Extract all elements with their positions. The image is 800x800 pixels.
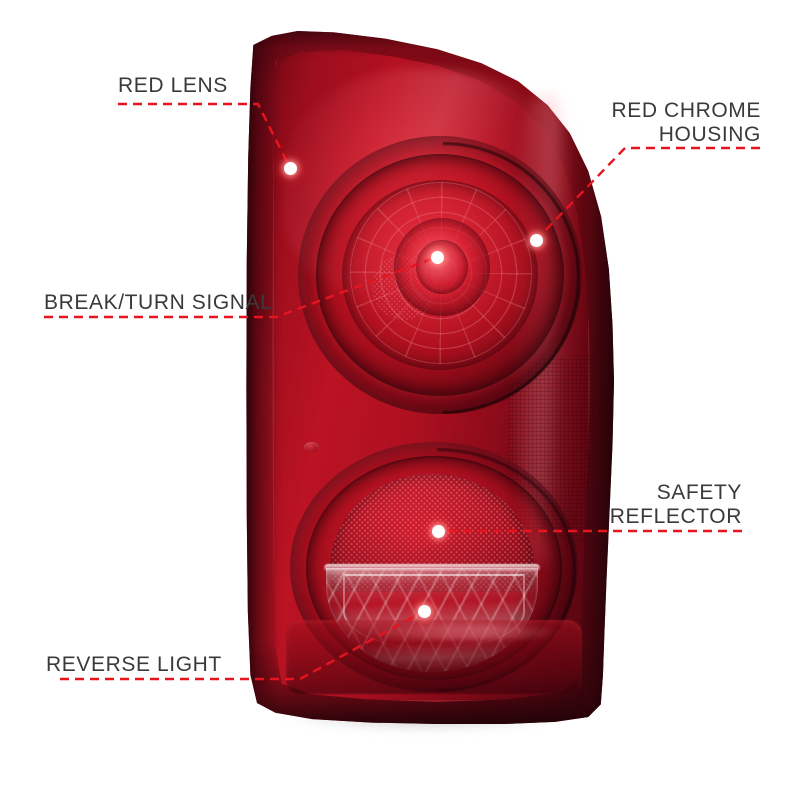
hotspot-red-lens [283,161,297,175]
callout-label-red-lens: RED LENS [118,74,228,97]
callout-label-red-chrome-housing: RED CHROME HOUSING [611,99,761,146]
hotspot-red-chrome-housing [529,233,543,247]
housing-vent-boss [304,442,319,452]
hotspot-break-turn-signal [430,250,444,264]
lens-bottom-glint [366,624,562,640]
reverse-light-chrome-rim [324,564,540,572]
callout-label-safety-reflector: SAFETY REFLECTOR [609,481,742,528]
break-turn-signal-lamp [298,136,582,414]
hotspot-reverse-light [417,604,431,618]
callout-label-reverse-light: REVERSE LIGHT [46,653,222,676]
callout-label-break-turn-signal: BREAK/TURN SIGNAL [44,291,273,314]
hotspot-safety-reflector [431,524,445,538]
